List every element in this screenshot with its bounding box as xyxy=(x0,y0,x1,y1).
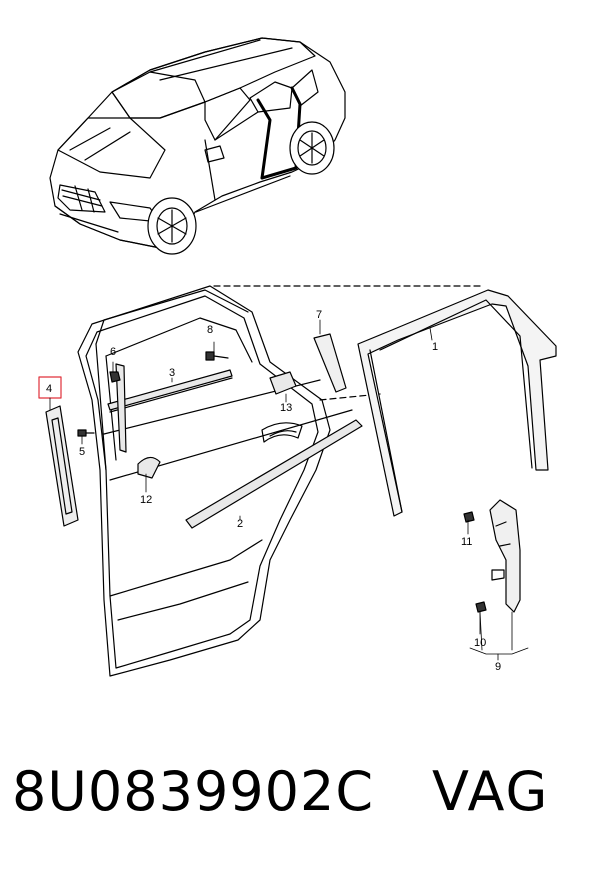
callout-10: 10 xyxy=(474,637,486,649)
callout-4: 4 xyxy=(46,383,52,395)
bracket-part-9 xyxy=(489,499,521,613)
callout-1: 1 xyxy=(432,341,438,353)
callout-12: 12 xyxy=(140,494,152,506)
callout-8: 8 xyxy=(207,324,213,336)
triangle-cover-part-7 xyxy=(313,333,347,393)
callout-13: 13 xyxy=(280,402,292,414)
fasteners xyxy=(77,351,487,613)
callout-9: 9 xyxy=(495,661,501,673)
callout-2: 2 xyxy=(237,518,243,530)
brand-label: VAG xyxy=(432,760,550,823)
leader-lines xyxy=(81,319,529,661)
callout-labels: 1 2 3 5 6 7 8 9 10 11 12 13 xyxy=(79,309,501,673)
callout-11: 11 xyxy=(461,536,472,548)
frame-seal-part-1 xyxy=(357,289,557,517)
callout-6: 6 xyxy=(110,346,116,358)
callout-7: 7 xyxy=(316,309,322,321)
parts-diagram: 1 2 3 5 6 7 8 9 10 11 12 13 4 xyxy=(38,37,557,677)
rear-door-assembly xyxy=(77,285,481,677)
callout-3: 3 xyxy=(169,367,175,379)
part-number: 8U0839902C xyxy=(12,760,375,823)
trim-panel-part-4 xyxy=(45,405,79,527)
callout-5: 5 xyxy=(79,446,85,458)
callout-4-highlight: 4 xyxy=(38,376,62,411)
car-illustration xyxy=(49,37,346,255)
